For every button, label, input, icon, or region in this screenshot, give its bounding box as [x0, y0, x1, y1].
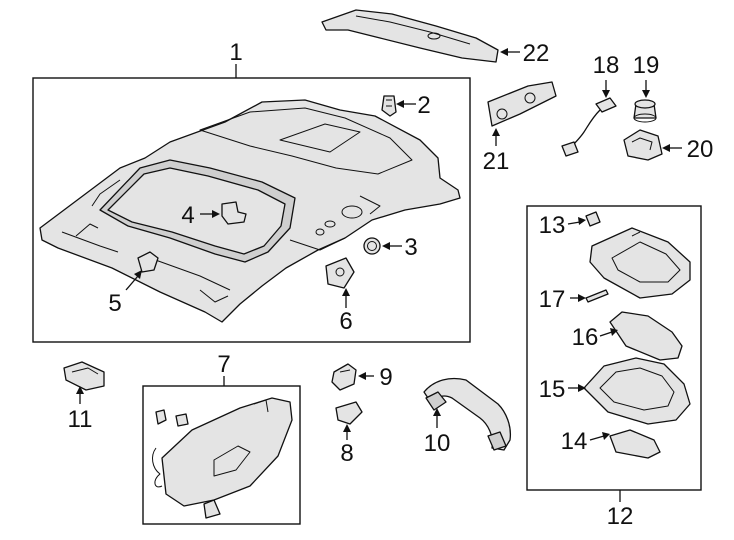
callout-6: 6	[339, 308, 352, 335]
callout-11: 11	[68, 406, 93, 433]
callout-2: 2	[417, 92, 430, 119]
group-frame-7	[142, 385, 301, 525]
callout-17: 17	[539, 286, 566, 313]
callout-16: 16	[572, 324, 599, 351]
grab-handle-part	[423, 377, 512, 451]
group-frame-12	[526, 205, 702, 491]
callout-3: 3	[404, 234, 417, 261]
callout-9: 9	[379, 364, 392, 391]
clip-bracket-part	[137, 251, 159, 273]
callout-12: 12	[607, 503, 634, 530]
callout-7: 7	[217, 351, 230, 378]
callout-14: 14	[561, 428, 588, 455]
sun-visor-holder-part	[63, 361, 105, 391]
headliner-part	[39, 99, 461, 323]
callout-labels: 1 2 3 4 5 6 7 8 9 10 11 12 13 14 15 16 1…	[68, 39, 714, 530]
group-frame-1	[32, 77, 471, 343]
callout-13: 13	[539, 212, 566, 239]
lens-part	[609, 429, 661, 459]
seal-strip-part	[585, 289, 609, 303]
callout-8: 8	[340, 440, 353, 467]
clip-part	[381, 95, 397, 117]
retainer-part	[221, 201, 247, 225]
callout-1: 1	[229, 39, 242, 66]
callout-4: 4	[181, 202, 194, 229]
cover-part	[609, 311, 683, 361]
housing-part	[583, 357, 691, 425]
holder-part	[335, 401, 363, 425]
callout-22: 22	[523, 40, 550, 67]
bracket-part	[331, 363, 357, 391]
bracket-mount-part	[487, 81, 557, 127]
callout-20: 20	[687, 136, 714, 163]
callout-15: 15	[539, 376, 566, 403]
bracket-plate-part	[325, 257, 355, 289]
wiring-harness-part	[561, 97, 617, 157]
lamp-base-part	[589, 227, 691, 299]
trim-panel-part	[321, 9, 499, 63]
seal-ring-part	[363, 237, 381, 255]
callout-19: 19	[633, 52, 660, 79]
knob-part	[633, 99, 657, 123]
callout-5: 5	[108, 290, 121, 317]
sun-visor-part	[152, 397, 293, 519]
callout-21: 21	[483, 148, 510, 175]
leader-lines	[76, 48, 682, 502]
lamp-part	[623, 129, 663, 161]
bulb-holder-part	[585, 211, 601, 227]
callout-10: 10	[424, 430, 451, 457]
callout-18: 18	[593, 52, 620, 79]
